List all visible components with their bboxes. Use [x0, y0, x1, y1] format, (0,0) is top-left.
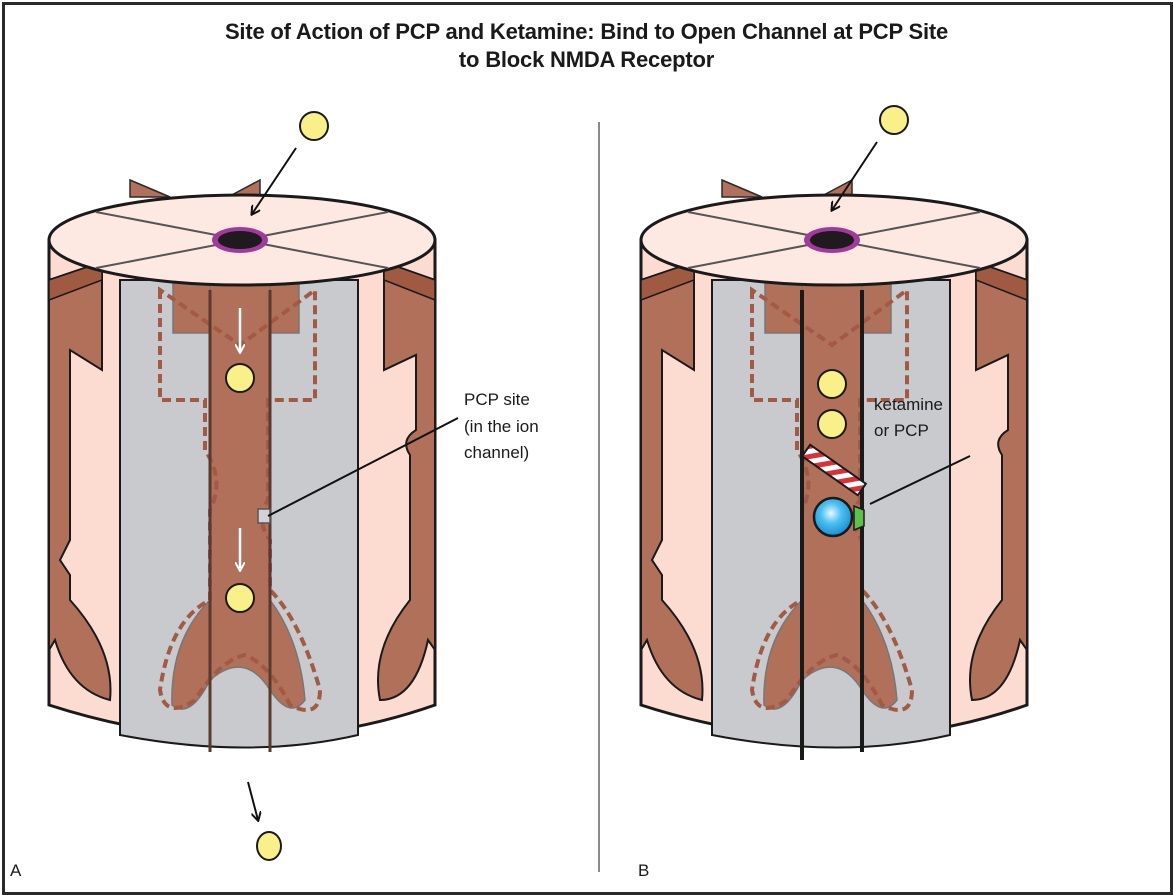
ion-exiting-a — [256, 831, 282, 861]
pcp-site-label-line-3: channel) — [464, 443, 529, 462]
ion-entry-arrow-b — [832, 141, 878, 210]
pcp-site-label-line-2: (in the ion — [464, 417, 539, 436]
title-line-1: Site of Action of PCP and Ketamine: Bind… — [224, 19, 949, 44]
nmda-receptor-a — [47, 178, 437, 750]
drug-binding-group — [853, 504, 865, 532]
ion-entering-a — [299, 111, 329, 141]
ion-blocked-lower-b — [817, 409, 847, 439]
ketamine-pcp-molecule — [812, 496, 854, 538]
pcp-site-label-line-1: PCP site — [464, 390, 530, 409]
panel-label-b: B — [638, 861, 649, 880]
title-line-2: to Block NMDA Receptor — [458, 47, 715, 72]
drug-label-line-1: ketamine — [874, 395, 943, 414]
ion-exit-arrow-a — [247, 781, 258, 820]
ion-in-channel-lower-a — [225, 583, 255, 613]
ion-blocked-upper-b — [817, 369, 847, 399]
figure-title: Site of Action of PCP and Ketamine: Bind… — [0, 18, 1173, 74]
panel-label-a: A — [10, 861, 22, 880]
panel-a: PCP site (in the ion channel) A — [10, 111, 539, 880]
drug-callout-line — [869, 455, 971, 505]
ion-entry-arrow-a — [252, 147, 297, 214]
channel-gate-closed — [800, 443, 868, 497]
ion-in-channel-upper-a — [225, 363, 255, 393]
panel-b: ketamine or PCP B — [638, 105, 1029, 880]
pcp-site-callout-line — [267, 417, 459, 517]
drug-label-line-2: or PCP — [874, 421, 929, 440]
ion-entering-b — [879, 105, 909, 135]
